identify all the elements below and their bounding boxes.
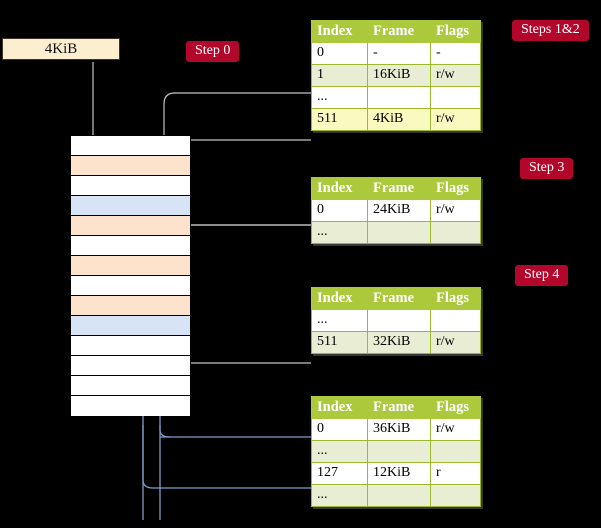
table-header-index: Index: [311, 396, 368, 419]
label-steps-1-2: Steps 1&2: [512, 20, 589, 41]
table-cell-index: 0: [311, 199, 368, 222]
memory-frame-row: [71, 376, 190, 396]
table-row: ...: [311, 309, 481, 332]
table-cell-flags: [430, 86, 481, 109]
memory-frame-row: [71, 336, 190, 356]
table-header-index: Index: [311, 20, 368, 43]
label-step-0: Step 0: [186, 41, 240, 62]
table-header-flags: Flags: [430, 396, 481, 419]
memory-frame-row: [71, 236, 190, 256]
table-cell-flags: r/w: [430, 108, 481, 131]
table-row: ...: [311, 484, 481, 507]
table-row: 0--: [311, 42, 481, 65]
label-step-4: Step 4: [515, 265, 569, 286]
table-row: ...: [311, 440, 481, 463]
table-cell-flags: r: [430, 462, 481, 485]
table-row: ...: [311, 86, 481, 109]
table-cell-frame: 32KiB: [367, 331, 431, 354]
table-cell-index: ...: [311, 484, 368, 507]
table-cell-frame: [367, 221, 431, 244]
table-header-frame: Frame: [367, 20, 431, 43]
table-cell-frame: [367, 440, 431, 463]
table-cell-flags: [430, 440, 481, 463]
table-header-index: Index: [311, 287, 368, 310]
table-header-flags: Flags: [430, 177, 481, 200]
cr3-frame-value: 4KiB: [44, 40, 78, 57]
table-cell-frame: [367, 86, 431, 109]
table-cell-flags: r/w: [430, 199, 481, 222]
table-cell-flags: [430, 221, 481, 244]
table-header-frame: Frame: [367, 396, 431, 419]
table-cell-index: 511: [311, 108, 368, 131]
table-cell-frame: 24KiB: [367, 199, 431, 222]
link-pt-row127: [142, 425, 311, 489]
table-cell-flags: r/w: [430, 418, 481, 441]
table-cell-index: ...: [311, 309, 368, 332]
memory-frame-row: [71, 156, 190, 176]
table-cell-frame: [367, 309, 431, 332]
table-cell-index: 0: [311, 418, 368, 441]
table-cell-index: ...: [311, 86, 368, 109]
table-cell-frame: [367, 484, 431, 507]
cr3-frame-box: 4KiB: [2, 38, 120, 60]
table-cell-flags: [430, 484, 481, 507]
table-header-frame: Frame: [367, 177, 431, 200]
memory-frame-row: [71, 176, 190, 196]
table-row: ...: [311, 221, 481, 244]
table-header-flags: Flags: [430, 20, 481, 43]
physical-memory-column: [70, 135, 191, 416]
table-cell-flags: r/w: [430, 64, 481, 87]
table-cell-flags: [430, 309, 481, 332]
memory-frame-row: [71, 296, 190, 316]
table-cell-index: 127: [311, 462, 368, 485]
table-header-frame: Frame: [367, 287, 431, 310]
table-header-index: Index: [311, 177, 368, 200]
memory-frame-row: [71, 256, 190, 276]
table-cell-flags: -: [430, 42, 481, 65]
link-pt-row0-bend: [159, 425, 171, 438]
memory-frame-row: [71, 356, 190, 376]
memory-frame-row: [71, 136, 190, 156]
table-cell-frame: 36KiB: [367, 418, 431, 441]
memory-frame-row: [71, 216, 190, 236]
label-step-3: Step 3: [520, 158, 574, 179]
table-cell-index: 511: [311, 331, 368, 354]
table-cell-index: ...: [311, 221, 368, 244]
table-cell-frame: -: [367, 42, 431, 65]
table-cell-index: 0: [311, 42, 368, 65]
table-cell-index: 1: [311, 64, 368, 87]
table-cell-index: ...: [311, 440, 368, 463]
table-cell-flags: r/w: [430, 331, 481, 354]
memory-frame-row: [71, 316, 190, 336]
table-cell-frame: 12KiB: [367, 462, 431, 485]
memory-frame-row: [71, 396, 190, 416]
table-cell-frame: 4KiB: [367, 108, 431, 131]
table-cell-frame: 16KiB: [367, 64, 431, 87]
memory-frame-row: [71, 196, 190, 216]
memory-frame-row: [71, 276, 190, 296]
table-header-flags: Flags: [430, 287, 481, 310]
